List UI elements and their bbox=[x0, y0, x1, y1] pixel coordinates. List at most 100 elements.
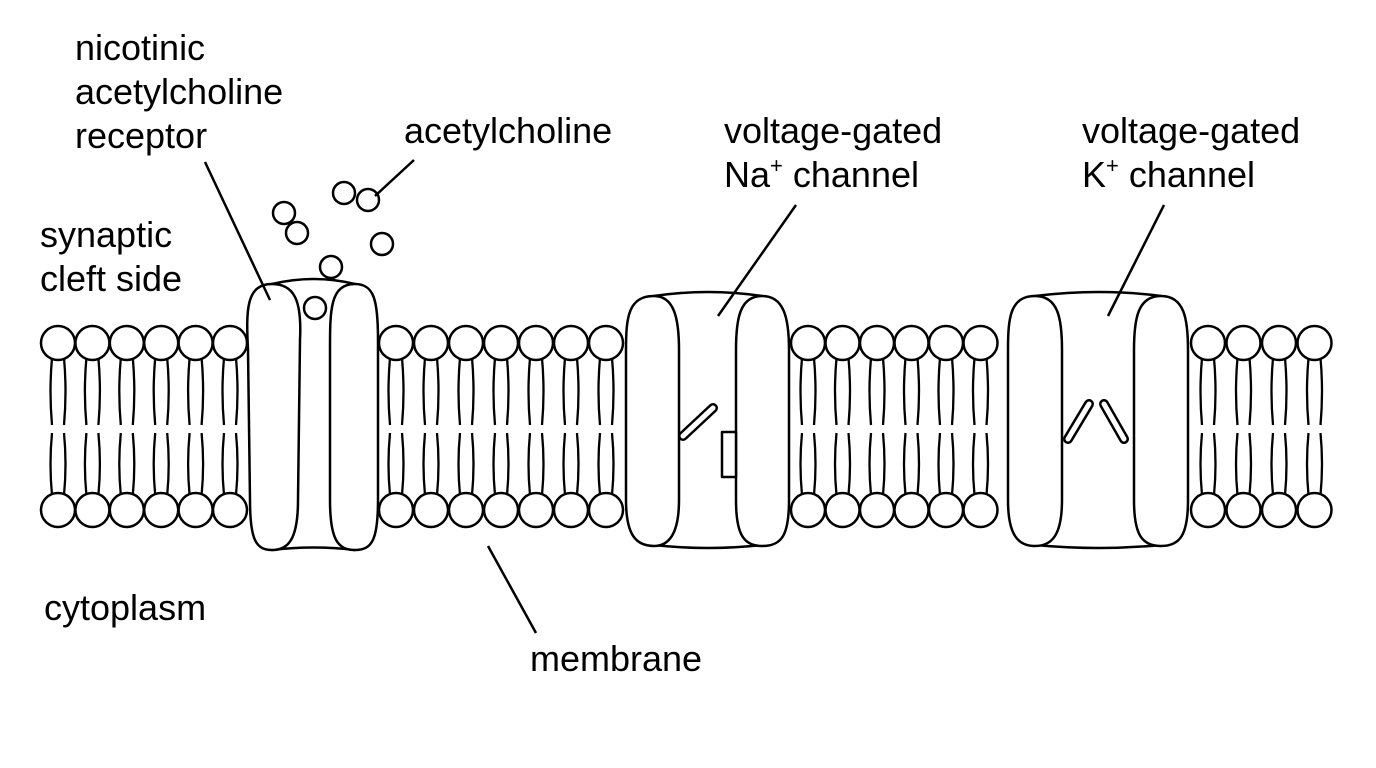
lipid-tail bbox=[166, 357, 170, 426]
lipid-tail bbox=[470, 432, 475, 496]
lipid-head bbox=[211, 491, 249, 529]
na-channel-left-subunit bbox=[624, 294, 681, 548]
lipid-tail bbox=[470, 357, 475, 426]
lipid-tail bbox=[131, 357, 136, 426]
lipid-head bbox=[789, 324, 827, 362]
lipid-tail bbox=[131, 432, 136, 496]
lipid-head bbox=[1296, 491, 1333, 529]
lipid-head bbox=[74, 491, 111, 529]
lipid-tail bbox=[234, 432, 239, 496]
lipid-head bbox=[1296, 324, 1333, 362]
lipid-head bbox=[447, 491, 485, 529]
lipid-head bbox=[177, 491, 214, 529]
leader-line-na-channel bbox=[716, 204, 798, 317]
lipid-tail bbox=[118, 357, 122, 426]
na-inactivation-gate bbox=[720, 430, 738, 479]
label-line: acetylcholine bbox=[75, 71, 284, 112]
label-membrane: membrane bbox=[530, 637, 702, 681]
lipid-tail bbox=[950, 432, 955, 496]
lipid-tail bbox=[1199, 357, 1204, 426]
lipid-tail bbox=[799, 432, 804, 496]
lipid-head bbox=[1189, 324, 1227, 362]
lipid-tail bbox=[610, 432, 615, 496]
lipid-tail bbox=[492, 357, 497, 426]
na-channel-right-subunit bbox=[734, 294, 791, 548]
lipid-tail bbox=[540, 357, 545, 426]
lipid-tail bbox=[221, 357, 226, 426]
bound-acetylcholine bbox=[302, 295, 328, 321]
lipid-tail bbox=[83, 357, 88, 426]
lipid-head bbox=[858, 324, 896, 362]
lipid-head bbox=[893, 491, 930, 529]
lipid-head bbox=[824, 324, 861, 362]
label-line: nicotinic bbox=[75, 27, 206, 68]
lipid-tail bbox=[62, 432, 67, 496]
lipid-tail bbox=[881, 432, 886, 496]
lipid-tail bbox=[527, 432, 532, 496]
lipid-head bbox=[177, 324, 214, 362]
lipid-tail bbox=[812, 357, 817, 426]
acetylcholine-molecule bbox=[284, 220, 310, 246]
acetylcholine-molecules bbox=[271, 180, 395, 280]
lipid-tail bbox=[387, 357, 392, 426]
lipid-head bbox=[824, 491, 861, 529]
lipid-head bbox=[482, 324, 520, 362]
lipid-tail bbox=[400, 357, 405, 426]
lipid-head bbox=[482, 491, 520, 529]
lipid-head bbox=[587, 491, 625, 529]
lipid-tail bbox=[186, 357, 191, 426]
nachr-protein bbox=[245, 277, 380, 552]
lipid-tail bbox=[1212, 432, 1217, 496]
lipid-tail bbox=[1319, 432, 1324, 496]
lipid-tail bbox=[1248, 357, 1253, 426]
lipid-head bbox=[74, 324, 111, 362]
lipid-head bbox=[211, 324, 249, 362]
lipid-tail bbox=[937, 357, 942, 426]
lipid-tail bbox=[400, 432, 405, 496]
lipid-tail bbox=[49, 357, 54, 426]
lipid-head bbox=[1225, 491, 1262, 529]
ion-symbol: Na bbox=[724, 154, 771, 195]
lipid-tail bbox=[387, 432, 392, 496]
k-gate-left-inner bbox=[1065, 401, 1092, 442]
k-gate-right-inner bbox=[1101, 401, 1127, 442]
channel-word: channel bbox=[782, 154, 919, 195]
lipid-head bbox=[517, 491, 555, 529]
lipid-tail bbox=[200, 432, 205, 496]
lipid-tail bbox=[1283, 357, 1288, 426]
lipid-tail bbox=[1234, 432, 1239, 496]
lipid-tail bbox=[833, 357, 838, 426]
label-line: K+ channel bbox=[1082, 153, 1300, 197]
label-synaptic-cleft-side: synaptic cleft side bbox=[40, 213, 182, 301]
lipid-tail bbox=[457, 357, 462, 426]
lipid-tail bbox=[540, 432, 545, 496]
label-line: receptor bbox=[75, 115, 208, 156]
lipid-tail bbox=[971, 357, 976, 426]
label-cytoplasm: cytoplasm bbox=[44, 586, 206, 630]
lipid-tail bbox=[847, 357, 852, 426]
lipid-tail bbox=[492, 432, 497, 496]
lipid-tail bbox=[49, 432, 54, 496]
lipid-head bbox=[1225, 324, 1262, 362]
lipid-tail bbox=[166, 432, 170, 496]
acetylcholine-molecule bbox=[271, 200, 297, 226]
lipid-head bbox=[412, 324, 450, 362]
lipid-tail bbox=[1199, 432, 1204, 496]
lipid-head bbox=[377, 324, 415, 362]
label-line: acetylcholine bbox=[404, 110, 613, 151]
lipid-tail bbox=[1248, 432, 1253, 496]
acetylcholine-molecule bbox=[369, 231, 395, 257]
lipid-tail bbox=[505, 432, 510, 496]
lipid-head bbox=[927, 324, 965, 362]
na-activation-gate-inner bbox=[680, 405, 716, 439]
lipid-tail bbox=[97, 432, 102, 496]
leader-line-nachr bbox=[203, 161, 272, 301]
lipid-head bbox=[962, 324, 999, 362]
label-line: membrane bbox=[530, 638, 703, 679]
lipid-head bbox=[108, 491, 146, 529]
lipid-tail bbox=[597, 432, 602, 496]
k-channel-right-subunit bbox=[1132, 294, 1190, 548]
acetylcholine-molecule bbox=[355, 187, 381, 213]
label-line: Na+ channel bbox=[724, 153, 942, 197]
lipid-tail bbox=[62, 357, 67, 426]
